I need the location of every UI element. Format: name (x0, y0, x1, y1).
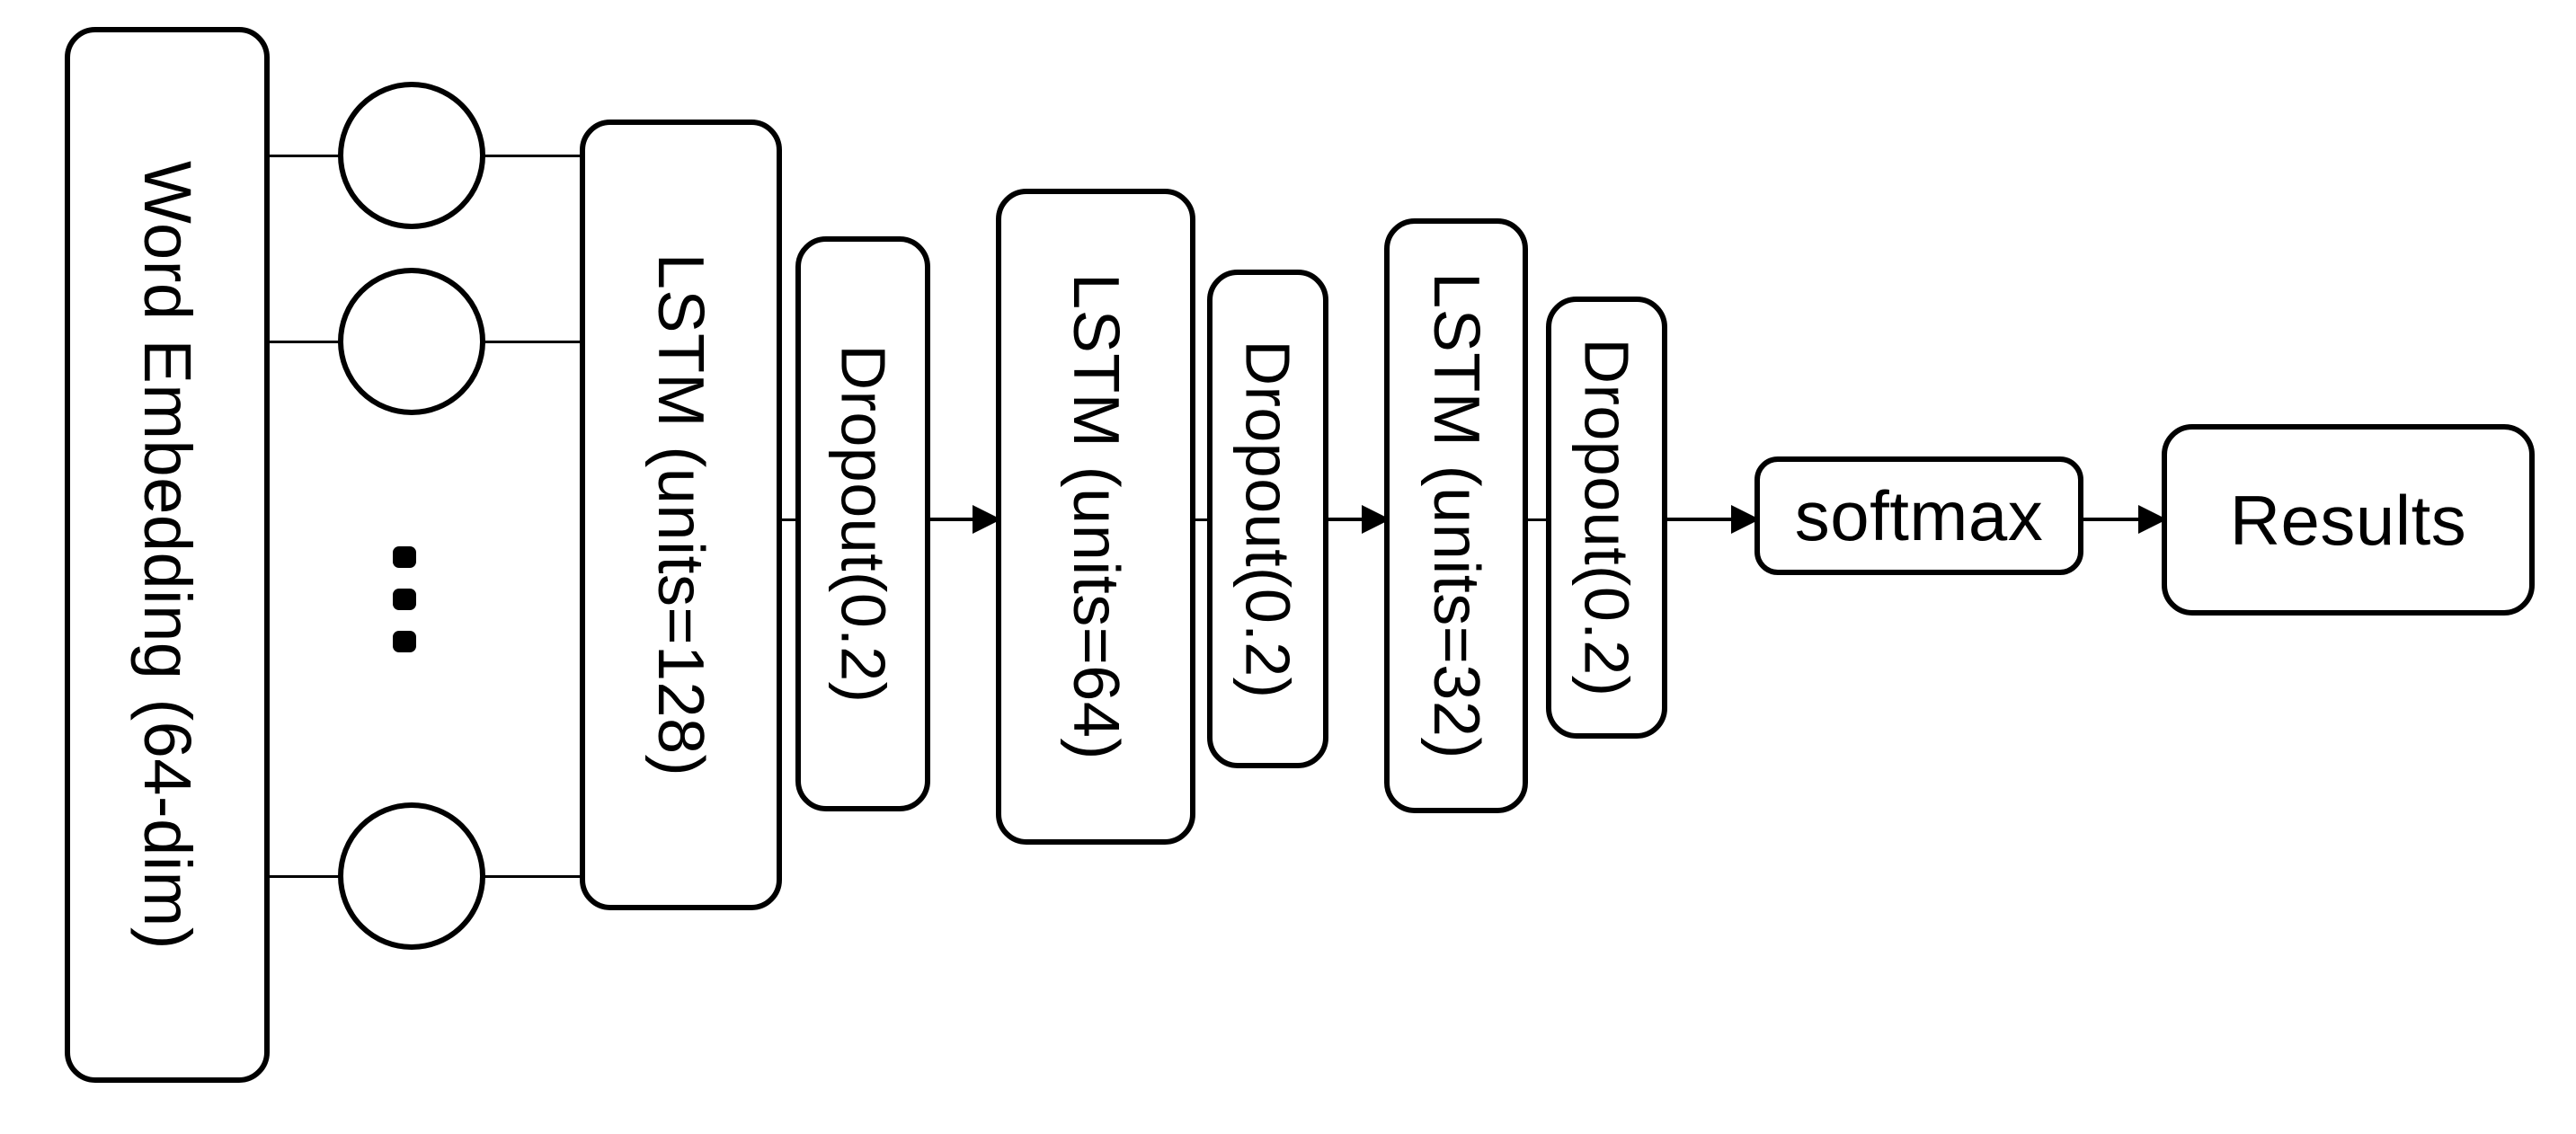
node-results-label: Results (2229, 480, 2467, 560)
node-dropout-2-label: Dropout(0.2) (1232, 340, 1303, 698)
wire-lstm64-to-dropout2 (1191, 518, 1212, 521)
node-lstm-64[interactable]: LSTM (units=64) (996, 189, 1195, 845)
node-dropout-1-label: Dropout(0.2) (828, 344, 898, 704)
ellipsis-dot (393, 631, 416, 652)
node-dropout-1[interactable]: Dropout(0.2) (795, 236, 930, 811)
neuron-middle (338, 268, 485, 415)
wire-embedding-to-neuron-top (270, 155, 342, 157)
wire-embedding-to-neuron-middle (270, 341, 342, 343)
node-softmax[interactable]: softmax (1754, 456, 2083, 575)
ellipsis-dot (393, 589, 416, 610)
node-lstm-64-label: LSTM (units=64) (1060, 273, 1133, 760)
arrow-dropout2-to-lstm32 (1324, 498, 1390, 541)
wire-lstm128-to-dropout1 (777, 518, 800, 521)
node-lstm-128-label: LSTM (units=128) (644, 252, 717, 777)
neuron-top (338, 82, 485, 229)
neuron-bottom (338, 802, 485, 950)
ellipsis-dot (393, 546, 416, 568)
arrow-dropout1-to-lstm64 (926, 498, 1001, 541)
wire-neuron-top-to-lstm128 (481, 155, 582, 157)
arrow-dropout3-to-softmax (1663, 498, 1760, 541)
node-lstm-32-label: LSTM (units=32) (1420, 272, 1493, 759)
node-dropout-3[interactable]: Dropout(0.2) (1546, 297, 1667, 739)
wire-neuron-bottom-to-lstm128 (481, 875, 582, 878)
node-softmax-label: softmax (1794, 476, 2044, 555)
wire-lstm32-to-dropout3 (1523, 518, 1550, 521)
wire-neuron-middle-to-lstm128 (481, 341, 582, 343)
vertical-ellipsis-icon (393, 546, 416, 652)
wire-embedding-to-neuron-bottom (270, 875, 342, 878)
node-results[interactable]: Results (2162, 424, 2535, 616)
node-lstm-128[interactable]: LSTM (units=128) (580, 120, 782, 910)
node-dropout-2[interactable]: Dropout(0.2) (1207, 270, 1328, 768)
arrow-softmax-to-results (2079, 498, 2167, 541)
node-word-embedding-label: Word Embedding (64-dim) (130, 160, 205, 950)
node-lstm-32[interactable]: LSTM (units=32) (1384, 218, 1528, 813)
node-dropout-3-label: Dropout(0.2) (1571, 338, 1642, 697)
node-word-embedding[interactable]: Word Embedding (64-dim) (65, 27, 270, 1083)
